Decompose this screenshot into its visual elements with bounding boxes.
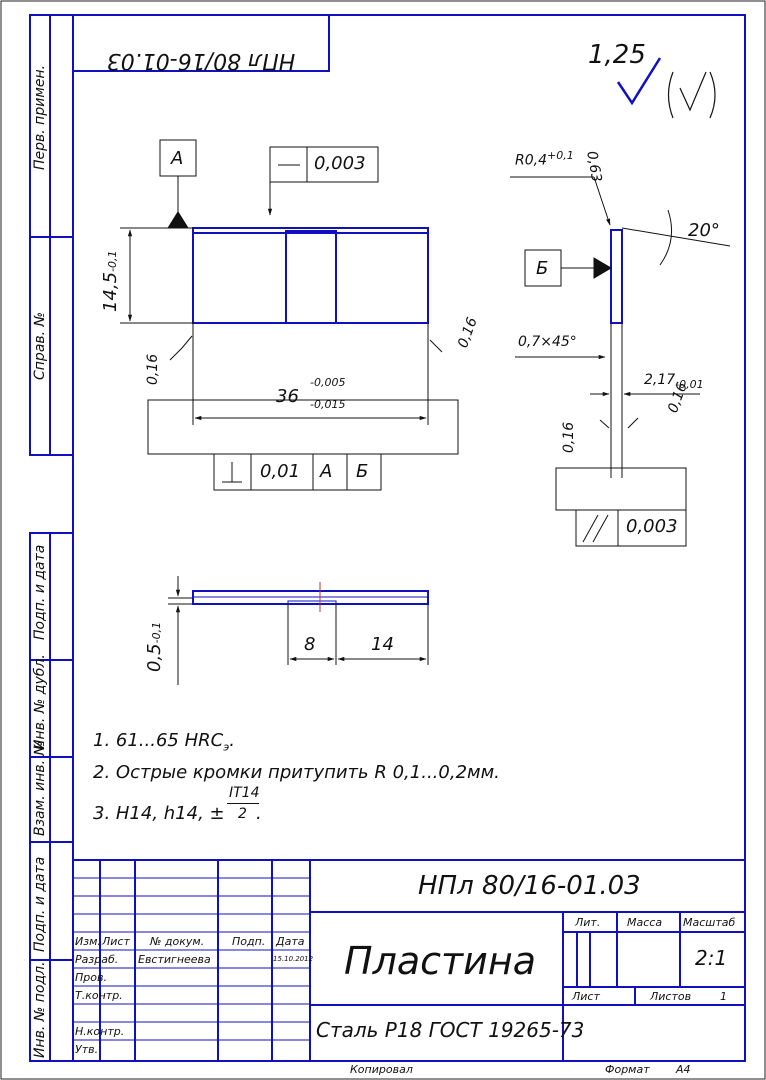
label-inv-podl: Инв. № подл. — [32, 961, 48, 1058]
main-frame — [72, 14, 746, 1062]
side-roughness-left: 0,16 — [561, 421, 577, 453]
flatness-tolerance: 0,003 — [314, 153, 366, 174]
parallel-tolerance: 0,003 — [626, 516, 678, 537]
height-dimension: 14,5-0,1 — [100, 250, 121, 312]
dim-14: 14 — [371, 634, 394, 655]
dim-8: 8 — [304, 634, 316, 655]
side-view-part — [610, 229, 623, 324]
scale-value: 2:1 — [695, 946, 728, 970]
note-2: 2. Острые кромки притупить R 0,1...0,2мм… — [93, 762, 500, 783]
perp-ref-b: Б — [356, 461, 369, 482]
label-podp-data-1: Подп. и дата — [32, 544, 48, 640]
header-list-2: Лист — [572, 990, 600, 1003]
label-sprav-no: Справ. № — [32, 311, 48, 380]
row-tkontr: Т.контр. — [75, 989, 123, 1002]
code-box-top — [72, 14, 330, 72]
row-razrab: Разраб. — [75, 953, 119, 966]
header-lit: Лит. — [575, 916, 601, 929]
drawing-code: НПл 80/16-01.03 — [418, 871, 641, 901]
note-3-end: . — [256, 803, 262, 824]
roughness-symbol — [616, 57, 716, 119]
radius-dim: R0,4+0,1 — [515, 149, 574, 169]
length-tol-upper: -0,005 — [310, 376, 346, 389]
note-3-fraction-line — [227, 803, 259, 804]
razrab-name: Евстигнеева — [138, 953, 211, 966]
roughness-value: 1,25 — [588, 40, 646, 70]
row-prov: Пров. — [75, 971, 107, 984]
format-label: Формат — [605, 1063, 650, 1076]
header-podp: Подп. — [232, 935, 266, 948]
side-view-annotations — [510, 176, 731, 547]
row-utv: Утв. — [75, 1043, 99, 1056]
header-masshtab: Масштаб — [683, 916, 736, 929]
header-data: Дата — [276, 935, 305, 948]
chamfer-dim: 0,7×45° — [518, 334, 577, 350]
title-block-rows — [73, 877, 310, 1041]
side-column — [29, 14, 74, 1062]
note-1: 1. 61...65 HRCэ. — [93, 730, 235, 754]
title-block — [73, 859, 745, 1061]
header-list: Лист — [102, 935, 130, 948]
sheet-count: 1 — [720, 990, 727, 1003]
top-thickness-dim: 0,5-0,1 — [144, 621, 165, 672]
copied-label: Копировал — [350, 1063, 413, 1076]
top-view-part — [192, 590, 429, 605]
part-name: Пластина — [344, 939, 537, 983]
format-value: А4 — [676, 1063, 691, 1076]
angle-dim: 20° — [688, 220, 720, 241]
header-doc-no: № докум. — [150, 935, 205, 948]
label-podp-data-2: Подп. и дата — [32, 856, 48, 952]
header-izm: Изм. — [75, 935, 101, 948]
perp-ref-a: А — [320, 461, 333, 482]
note-3-numerator: IT14 — [229, 785, 260, 801]
label-perv-primen: Перв. примен. — [32, 64, 48, 170]
note-3-denominator: 2 — [238, 806, 247, 822]
length-tol-lower: -0,015 — [310, 398, 346, 411]
material-spec: Сталь Р18 ГОСТ 19265-73 — [316, 1018, 585, 1042]
front-roughness-left: 0,16 — [145, 353, 161, 385]
razrab-date: 15.10.2012 — [273, 955, 314, 963]
datum-b-label: Б — [536, 258, 549, 279]
row-nkontr: Н.контр. — [75, 1025, 125, 1038]
length-dimension: 36 — [276, 386, 299, 407]
perp-tolerance: 0,01 — [260, 461, 301, 482]
code-rotated-text: НПл 80/16-01.03 — [107, 48, 295, 73]
label-inv-dubl: Инв. № дубл. — [32, 654, 48, 750]
front-view-part — [192, 227, 429, 324]
datum-a-label: А — [171, 148, 184, 169]
note-3: 3. H14, h14, ± — [93, 803, 225, 824]
thickness-dim: 2,17-0,01 — [644, 372, 704, 391]
header-massa: Масса — [627, 916, 663, 929]
label-vzam-inv: Взам. инв. № — [32, 740, 48, 836]
front-view-annotations — [120, 139, 459, 491]
top-view-annotations — [168, 576, 429, 685]
header-listov: Листов — [650, 990, 692, 1003]
